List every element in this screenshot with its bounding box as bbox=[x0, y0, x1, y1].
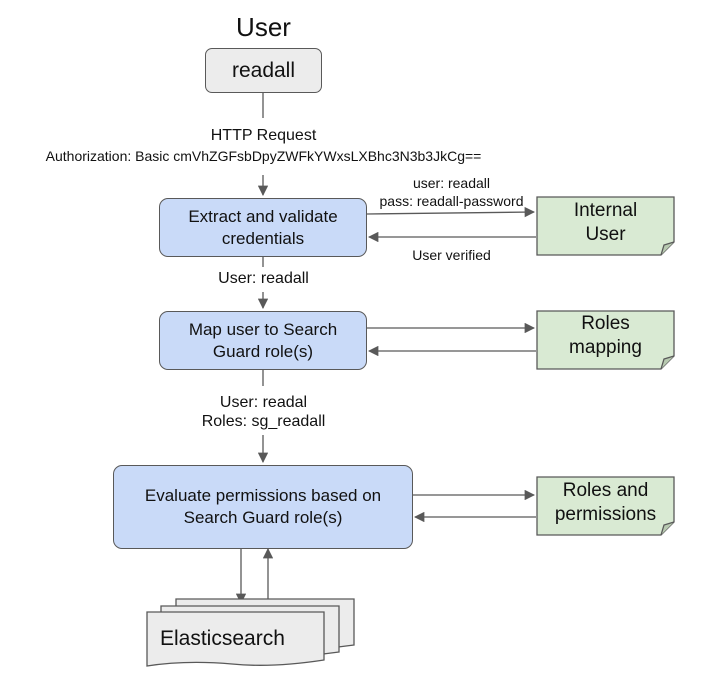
map-line-1: Map user to Search bbox=[188, 319, 338, 339]
user-verified-label: User verified bbox=[412, 247, 491, 263]
map-user-box: Map user to Search Guard role(s) bbox=[159, 311, 367, 370]
roles-permissions-line-1: Roles and bbox=[562, 480, 649, 501]
user-readall-box: readall bbox=[205, 48, 322, 93]
internal-user-note-shape bbox=[536, 196, 675, 256]
extract-validate-box: Extract and validate credentials bbox=[159, 198, 367, 257]
elasticsearch-documents-shape bbox=[146, 598, 355, 667]
roles-mapping-note-shape bbox=[536, 310, 675, 370]
roles-permissions-note-shape bbox=[536, 476, 675, 536]
internal-user-line-1: Internal bbox=[573, 200, 638, 221]
user-readall-text: readall bbox=[231, 58, 296, 82]
evaluate-permissions-box: Evaluate permissions based on Search Gua… bbox=[113, 465, 413, 549]
user-readall-label: User: readall bbox=[218, 270, 309, 287]
extract-line-2: credentials bbox=[221, 228, 305, 248]
extract-line-1: Extract and validate bbox=[188, 206, 338, 226]
internal-user-note: Internal User bbox=[537, 199, 674, 247]
user-readal-label: User: readal bbox=[219, 394, 308, 411]
credentials-user-label: user: readall bbox=[412, 175, 491, 191]
credentials-pass-label: pass: readall-password bbox=[379, 193, 524, 209]
internal-user-line-2: User bbox=[585, 224, 626, 245]
roles-sg-readall-label: Roles: sg_readall bbox=[201, 413, 326, 430]
http-request-label: HTTP Request bbox=[210, 127, 317, 144]
roles-permissions-note: Roles and permissions bbox=[537, 479, 674, 527]
evaluate-line-2: Search Guard role(s) bbox=[183, 508, 343, 527]
evaluate-line-1: Evaluate permissions based on bbox=[144, 486, 382, 505]
roles-permissions-line-2: permissions bbox=[554, 504, 657, 525]
authorization-header-label: Authorization: Basic cmVhZGFsbDpyZWFkYWx… bbox=[45, 148, 482, 164]
roles-mapping-line-1: Roles bbox=[581, 313, 630, 334]
roles-mapping-note: Roles mapping bbox=[537, 312, 674, 360]
roles-mapping-line-2: mapping bbox=[569, 337, 642, 358]
arrow-to-internal-user bbox=[366, 206, 536, 218]
map-line-2: Guard role(s) bbox=[212, 341, 314, 361]
user-title: User bbox=[236, 12, 291, 42]
elasticsearch-label: Elasticsearch bbox=[160, 627, 285, 650]
